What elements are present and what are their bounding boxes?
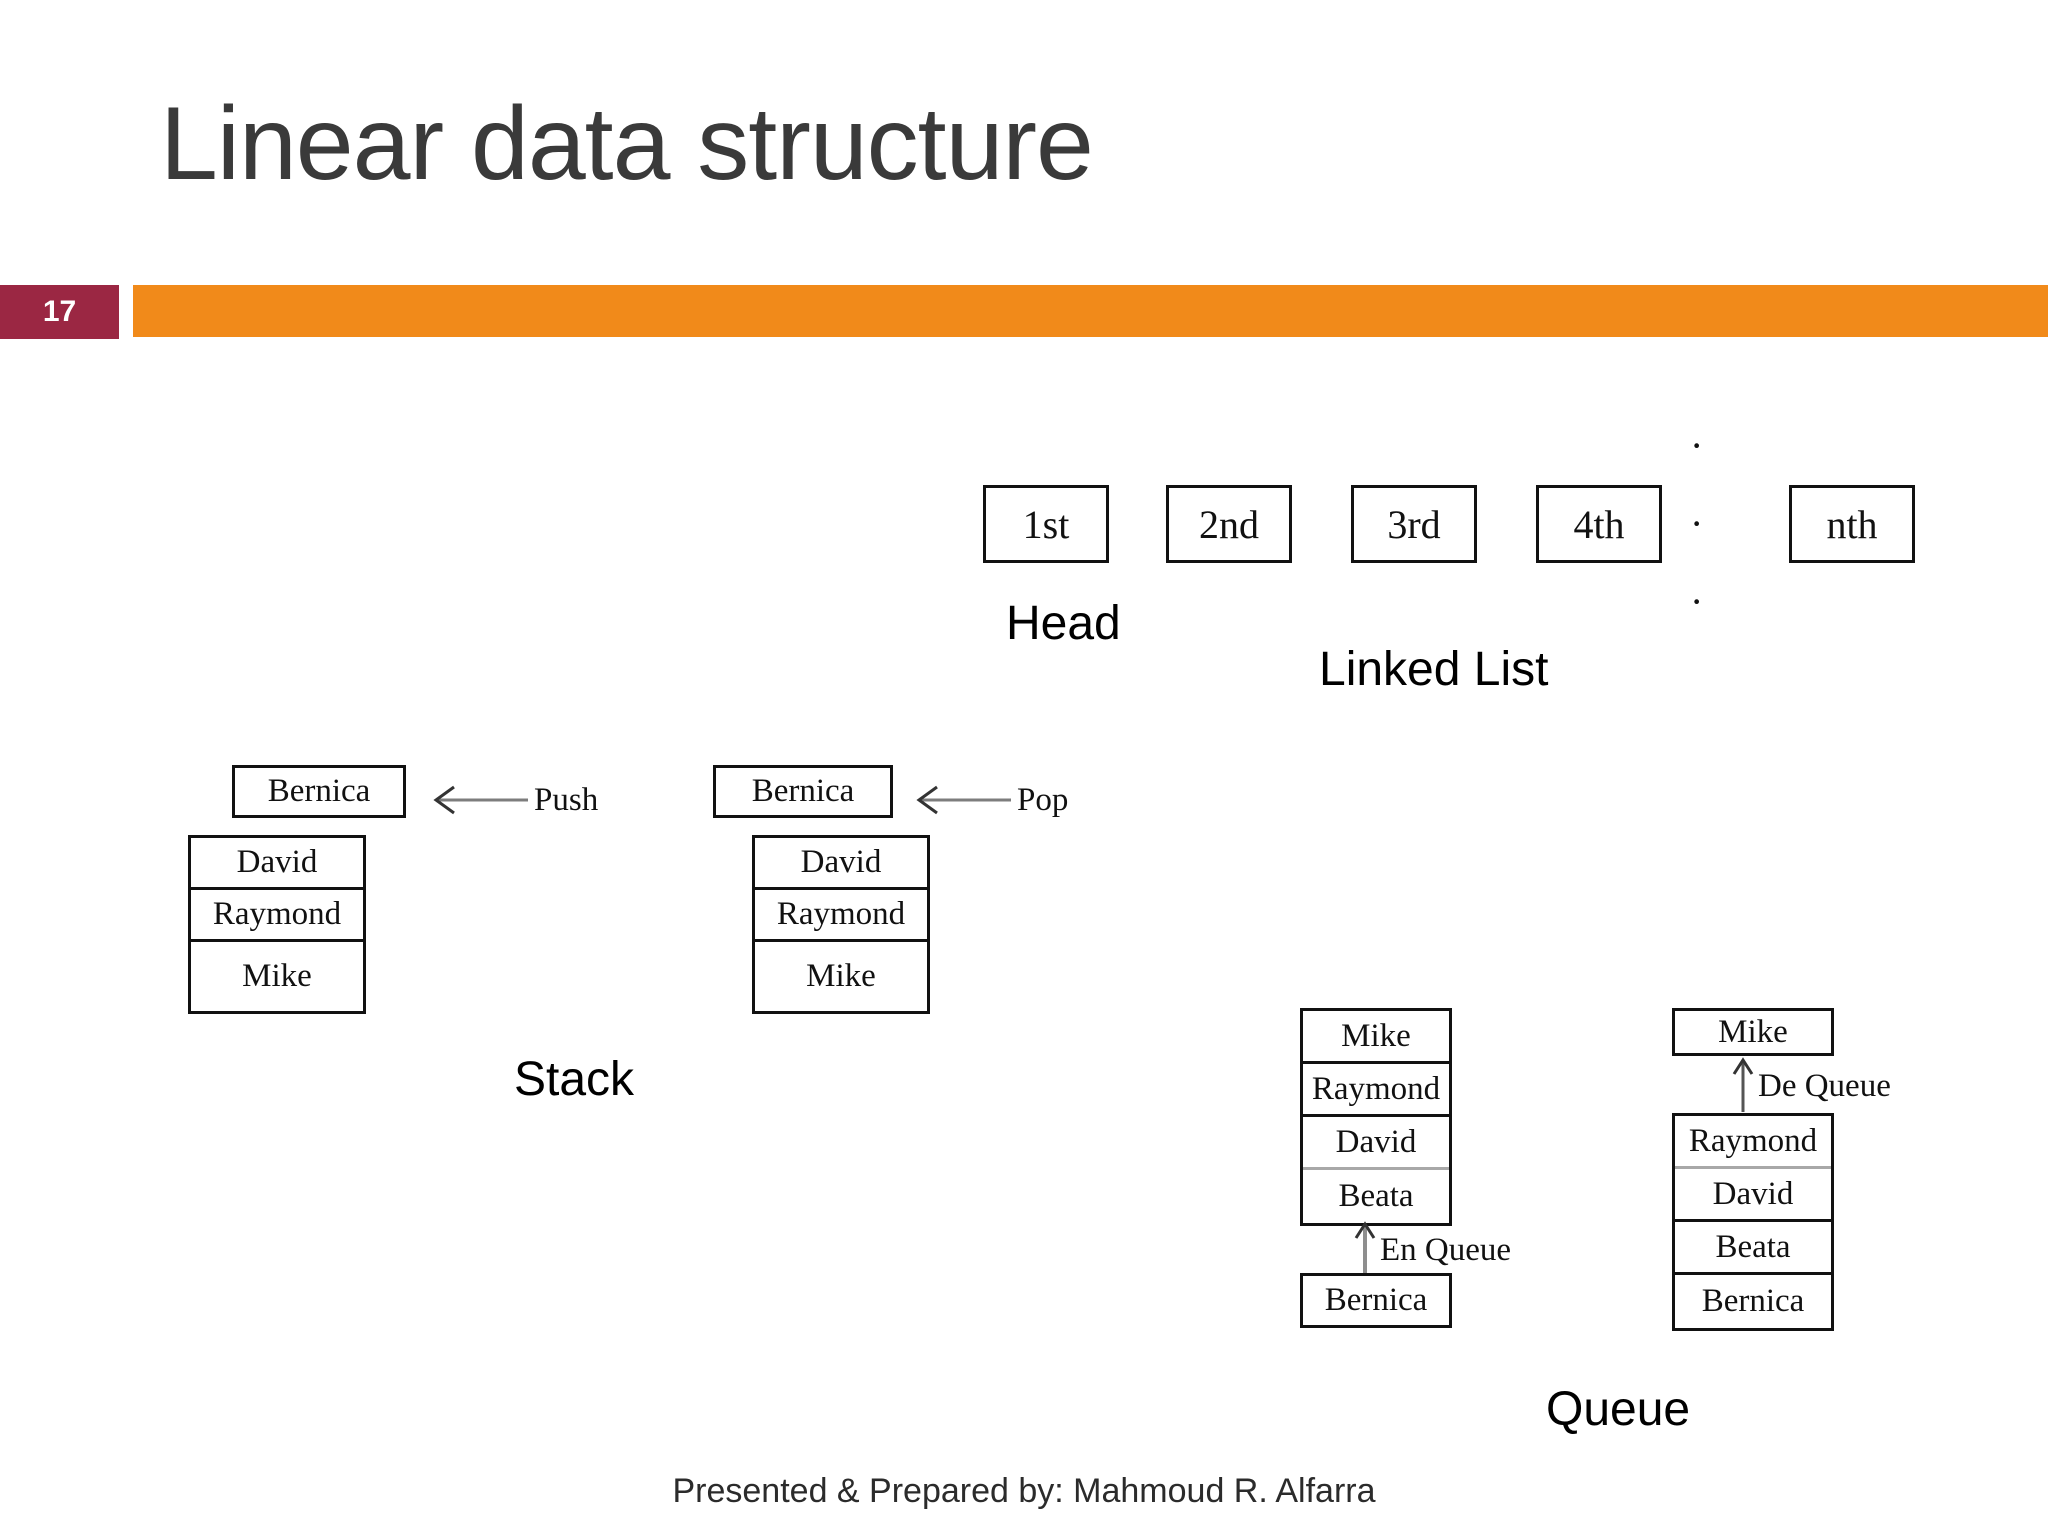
pop-label: Pop	[1017, 781, 1069, 818]
enqueue-item-0: Mike	[1303, 1011, 1449, 1064]
linked-list-node-2: 2nd	[1166, 485, 1292, 563]
stack-pop-item-2: Mike	[806, 958, 876, 994]
stack-pop-item-0: David	[755, 838, 927, 890]
linked-list-node-3: 3rd	[1351, 485, 1477, 563]
enqueue-label: En Queue	[1380, 1232, 1512, 1268]
stack-push-item-0: David	[191, 838, 363, 890]
stack-push-item-2: Mike	[242, 958, 312, 994]
dequeue-body: Raymond David Beata Bernica	[1672, 1113, 1834, 1331]
linked-list-node-4: 4th	[1536, 485, 1662, 563]
queue-dequeue-diagram: Mike De Queue Raymond David Beata Bernic…	[1672, 1008, 1891, 1331]
head-label: Head	[1006, 597, 1121, 650]
enqueue-item-1: Raymond	[1303, 1064, 1449, 1117]
arrow-up-icon	[1354, 1221, 1376, 1276]
stack-label: Stack	[514, 1053, 635, 1106]
linked-list-node-1: 1st	[983, 485, 1109, 563]
page-title: Linear data structure	[160, 86, 1094, 202]
dequeue-arrow-group: De Queue	[1730, 1056, 1891, 1114]
dequeue-outgoing-box: Mike	[1672, 1008, 1834, 1056]
header-bar: 17	[0, 285, 2048, 339]
footer-credit: Presented & Prepared by: Mahmoud R. Alfa…	[672, 1472, 1376, 1510]
stack-push-item-1: Raymond	[191, 890, 363, 942]
arrow-up-icon	[1732, 1057, 1754, 1112]
stack-push-incoming-box: Bernica	[232, 765, 406, 818]
linked-list-node-n: nth	[1789, 485, 1915, 563]
stack-pop-body: David Raymond Mike	[752, 835, 930, 1014]
enqueue-body: Mike Raymond David Beata	[1300, 1008, 1452, 1226]
linked-list-ellipsis: · · ·	[1690, 423, 1711, 624]
linked-list-label: Linked List	[1319, 643, 1549, 696]
push-arrow-group: Push	[420, 780, 598, 820]
enqueue-incoming-box: Bernica	[1300, 1273, 1452, 1328]
stack-push-body: David Raymond Mike	[188, 835, 366, 1014]
arrow-left-icon	[916, 785, 1011, 815]
dequeue-item-1: David	[1675, 1169, 1831, 1222]
dequeue-item-2: Beata	[1675, 1222, 1831, 1275]
dequeue-label: De Queue	[1758, 1068, 1891, 1104]
push-label: Push	[534, 781, 599, 818]
pop-arrow-group: Pop	[903, 780, 1068, 820]
stack-pop-outgoing-box: Bernica	[713, 765, 893, 818]
header-accent-bar	[133, 285, 2048, 337]
queue-label: Queue	[1546, 1383, 1691, 1436]
stack-pop-item-1: Raymond	[755, 890, 927, 942]
enqueue-item-3: Beata	[1338, 1178, 1414, 1214]
slide-number-badge: 17	[0, 285, 119, 339]
arrow-left-icon	[433, 785, 528, 815]
dequeue-item-0: Raymond	[1675, 1116, 1831, 1169]
queue-enqueue-diagram: Mike Raymond David Beata En Queue Bernic…	[1300, 1008, 1511, 1328]
enqueue-arrow-group: En Queue	[1352, 1220, 1511, 1278]
dequeue-item-3: Bernica	[1701, 1283, 1805, 1319]
enqueue-item-2: David	[1303, 1117, 1449, 1170]
